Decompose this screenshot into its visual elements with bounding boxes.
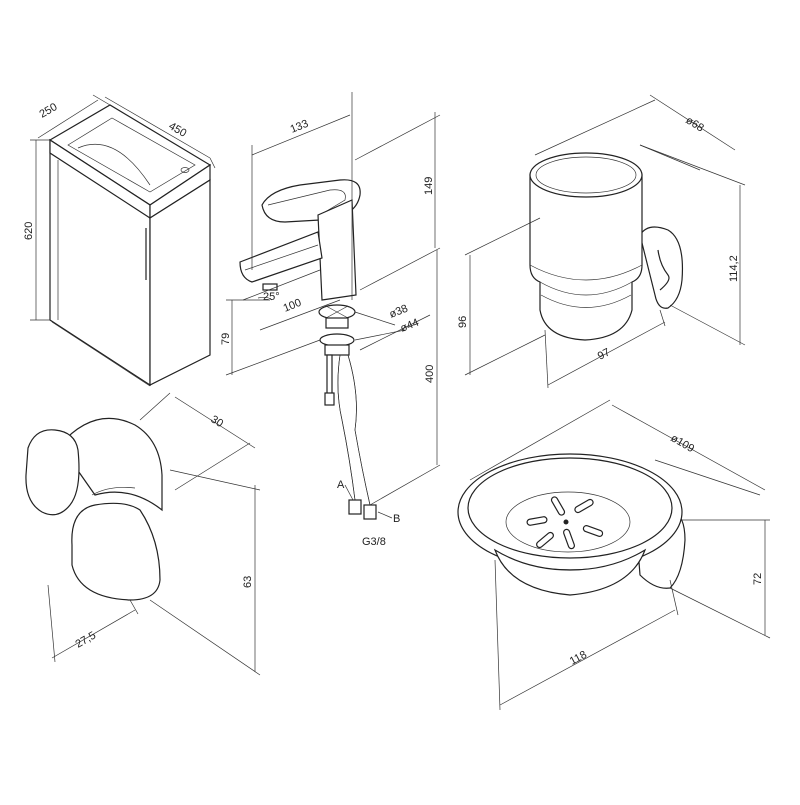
tumbler-holder-drawing: ø68 114,2 96 97	[457, 94, 746, 389]
faucet-base-height-label: 79	[220, 333, 232, 345]
hook-drawing: 30 63 27,5	[25, 392, 261, 676]
tumbler-width-label: 97	[596, 346, 612, 362]
hook-width-label: 27,5	[74, 629, 99, 650]
soap-dish-width-label: 118	[568, 649, 589, 668]
faucet-thread-label: G3/8	[362, 536, 386, 548]
tumbler-total-height-label: 114,2	[728, 255, 740, 282]
faucet-drawing: 133 149 25° 100 79 ø38 ø44 400 A B G3/8	[220, 92, 441, 548]
hook-depth-label: 30	[208, 413, 225, 430]
faucet-spout-label: 100	[282, 297, 304, 315]
soap-dish-height-label: 72	[752, 573, 764, 585]
tumbler-cup-height-label: 96	[457, 316, 469, 328]
vanity-width-label: 450	[167, 120, 189, 140]
faucet-hole-d2-label: ø44	[399, 317, 421, 335]
faucet-hose-length-label: 400	[424, 365, 436, 383]
tumbler-diameter-label: ø68	[683, 114, 705, 134]
drain-slots	[526, 496, 604, 550]
vanity-cabinet-drawing: 250 450 620	[23, 94, 216, 387]
faucet-angle-label: 25°	[263, 291, 280, 303]
faucet-reach-label: 133	[289, 118, 311, 136]
faucet-hose-b-label: B	[393, 513, 400, 525]
vanity-height-label: 620	[23, 222, 35, 240]
faucet-hose-a-label: A	[337, 479, 345, 491]
soap-dish-drawing: ø109 72 118	[457, 399, 771, 711]
hook-height-label: 63	[242, 576, 254, 588]
faucet-hole-d1-label: ø38	[388, 303, 410, 321]
faucet-height-label: 149	[423, 177, 435, 195]
vanity-depth-label: 250	[38, 101, 60, 121]
soap-dish-diameter-label: ø109	[669, 432, 697, 455]
